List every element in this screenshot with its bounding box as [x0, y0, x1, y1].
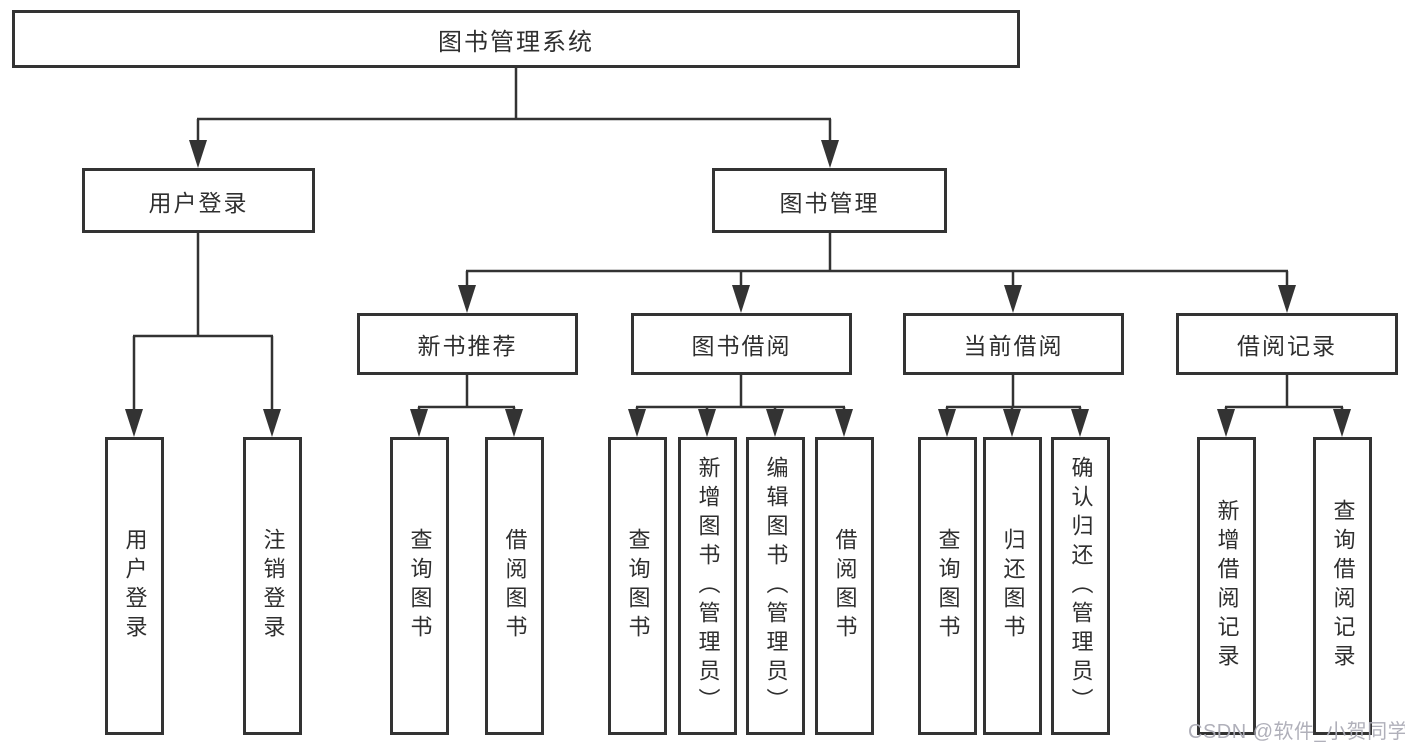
arrow-down-icon [1333, 409, 1351, 437]
arrow-down-icon [189, 140, 207, 168]
arrow-down-icon [263, 409, 281, 437]
node-user-login: 用户登录 [82, 168, 315, 233]
arrow-down-icon [698, 409, 716, 437]
arrow-down-icon [1071, 409, 1089, 437]
csdn-watermark: CSDN @软件_小贺同学 [1188, 721, 1405, 743]
leaf-logout: 注销登录 [243, 437, 302, 735]
leaf-edit-book-admin: 编辑图书（管理员） [746, 437, 805, 735]
arrow-down-icon [835, 409, 853, 437]
leaf-add-borrow-record: 新增借阅记录 [1197, 437, 1256, 735]
leaf-confirm-return-admin: 确认归还（管理员） [1051, 437, 1110, 735]
node-borrow-record: 借阅记录 [1176, 313, 1398, 375]
arrow-down-icon [410, 409, 428, 437]
node-label: 用户登录 [148, 189, 249, 216]
node-label: 图书管理系统 [438, 28, 594, 56]
arrow-down-icon [766, 409, 784, 437]
arrow-down-icon [938, 409, 956, 437]
node-label: 借阅图书 [502, 528, 528, 644]
leaf-user-login: 用户登录 [105, 437, 164, 735]
arrow-down-icon [732, 285, 750, 313]
node-label: 查询图书 [625, 528, 651, 644]
node-label: 新增图书（管理员） [695, 455, 721, 717]
arrow-down-icon [1278, 285, 1296, 313]
node-label: 新增借阅记录 [1214, 499, 1240, 673]
node-book-borrow: 图书借阅 [631, 313, 852, 375]
node-label: 借阅记录 [1237, 333, 1337, 359]
node-label: 新书推荐 [417, 333, 518, 359]
leaf-query-book-newrec: 查询图书 [390, 437, 449, 735]
node-label: 查询借阅记录 [1330, 499, 1356, 673]
leaf-query-book-current: 查询图书 [918, 437, 977, 735]
arrow-down-icon [1004, 285, 1022, 313]
node-label: 当前借阅 [963, 333, 1064, 359]
node-label: 图书借阅 [691, 333, 792, 359]
arrow-down-icon [505, 409, 523, 437]
leaf-query-borrow-record: 查询借阅记录 [1313, 437, 1372, 735]
node-new-book-recommend: 新书推荐 [357, 313, 578, 375]
node-label: 查询图书 [407, 528, 433, 644]
node-library-system: 图书管理系统 [12, 10, 1020, 68]
leaf-query-book-borrow: 查询图书 [608, 437, 667, 735]
node-current-borrow: 当前借阅 [903, 313, 1124, 375]
node-label: 查询图书 [935, 528, 961, 644]
arrow-down-icon [125, 409, 143, 437]
node-label: 注销登录 [260, 528, 286, 644]
arrow-down-icon [1217, 409, 1235, 437]
node-label: 编辑图书（管理员） [763, 455, 789, 717]
arrow-down-icon [628, 409, 646, 437]
node-label: 用户登录 [122, 528, 148, 644]
node-label: 借阅图书 [832, 528, 858, 644]
node-label: 图书管理 [779, 189, 880, 216]
arrow-down-icon [1003, 409, 1021, 437]
node-label: 确认归还（管理员） [1068, 455, 1094, 717]
node-label: 归还图书 [1000, 528, 1026, 644]
leaf-return-book: 归还图书 [983, 437, 1042, 735]
node-book-management: 图书管理 [712, 168, 947, 233]
arrow-down-icon [458, 285, 476, 313]
arrow-down-icon [821, 140, 839, 168]
leaf-add-book-admin: 新增图书（管理员） [678, 437, 737, 735]
leaf-borrow-book-newrec: 借阅图书 [485, 437, 544, 735]
leaf-borrow-book-borrow: 借阅图书 [815, 437, 874, 735]
